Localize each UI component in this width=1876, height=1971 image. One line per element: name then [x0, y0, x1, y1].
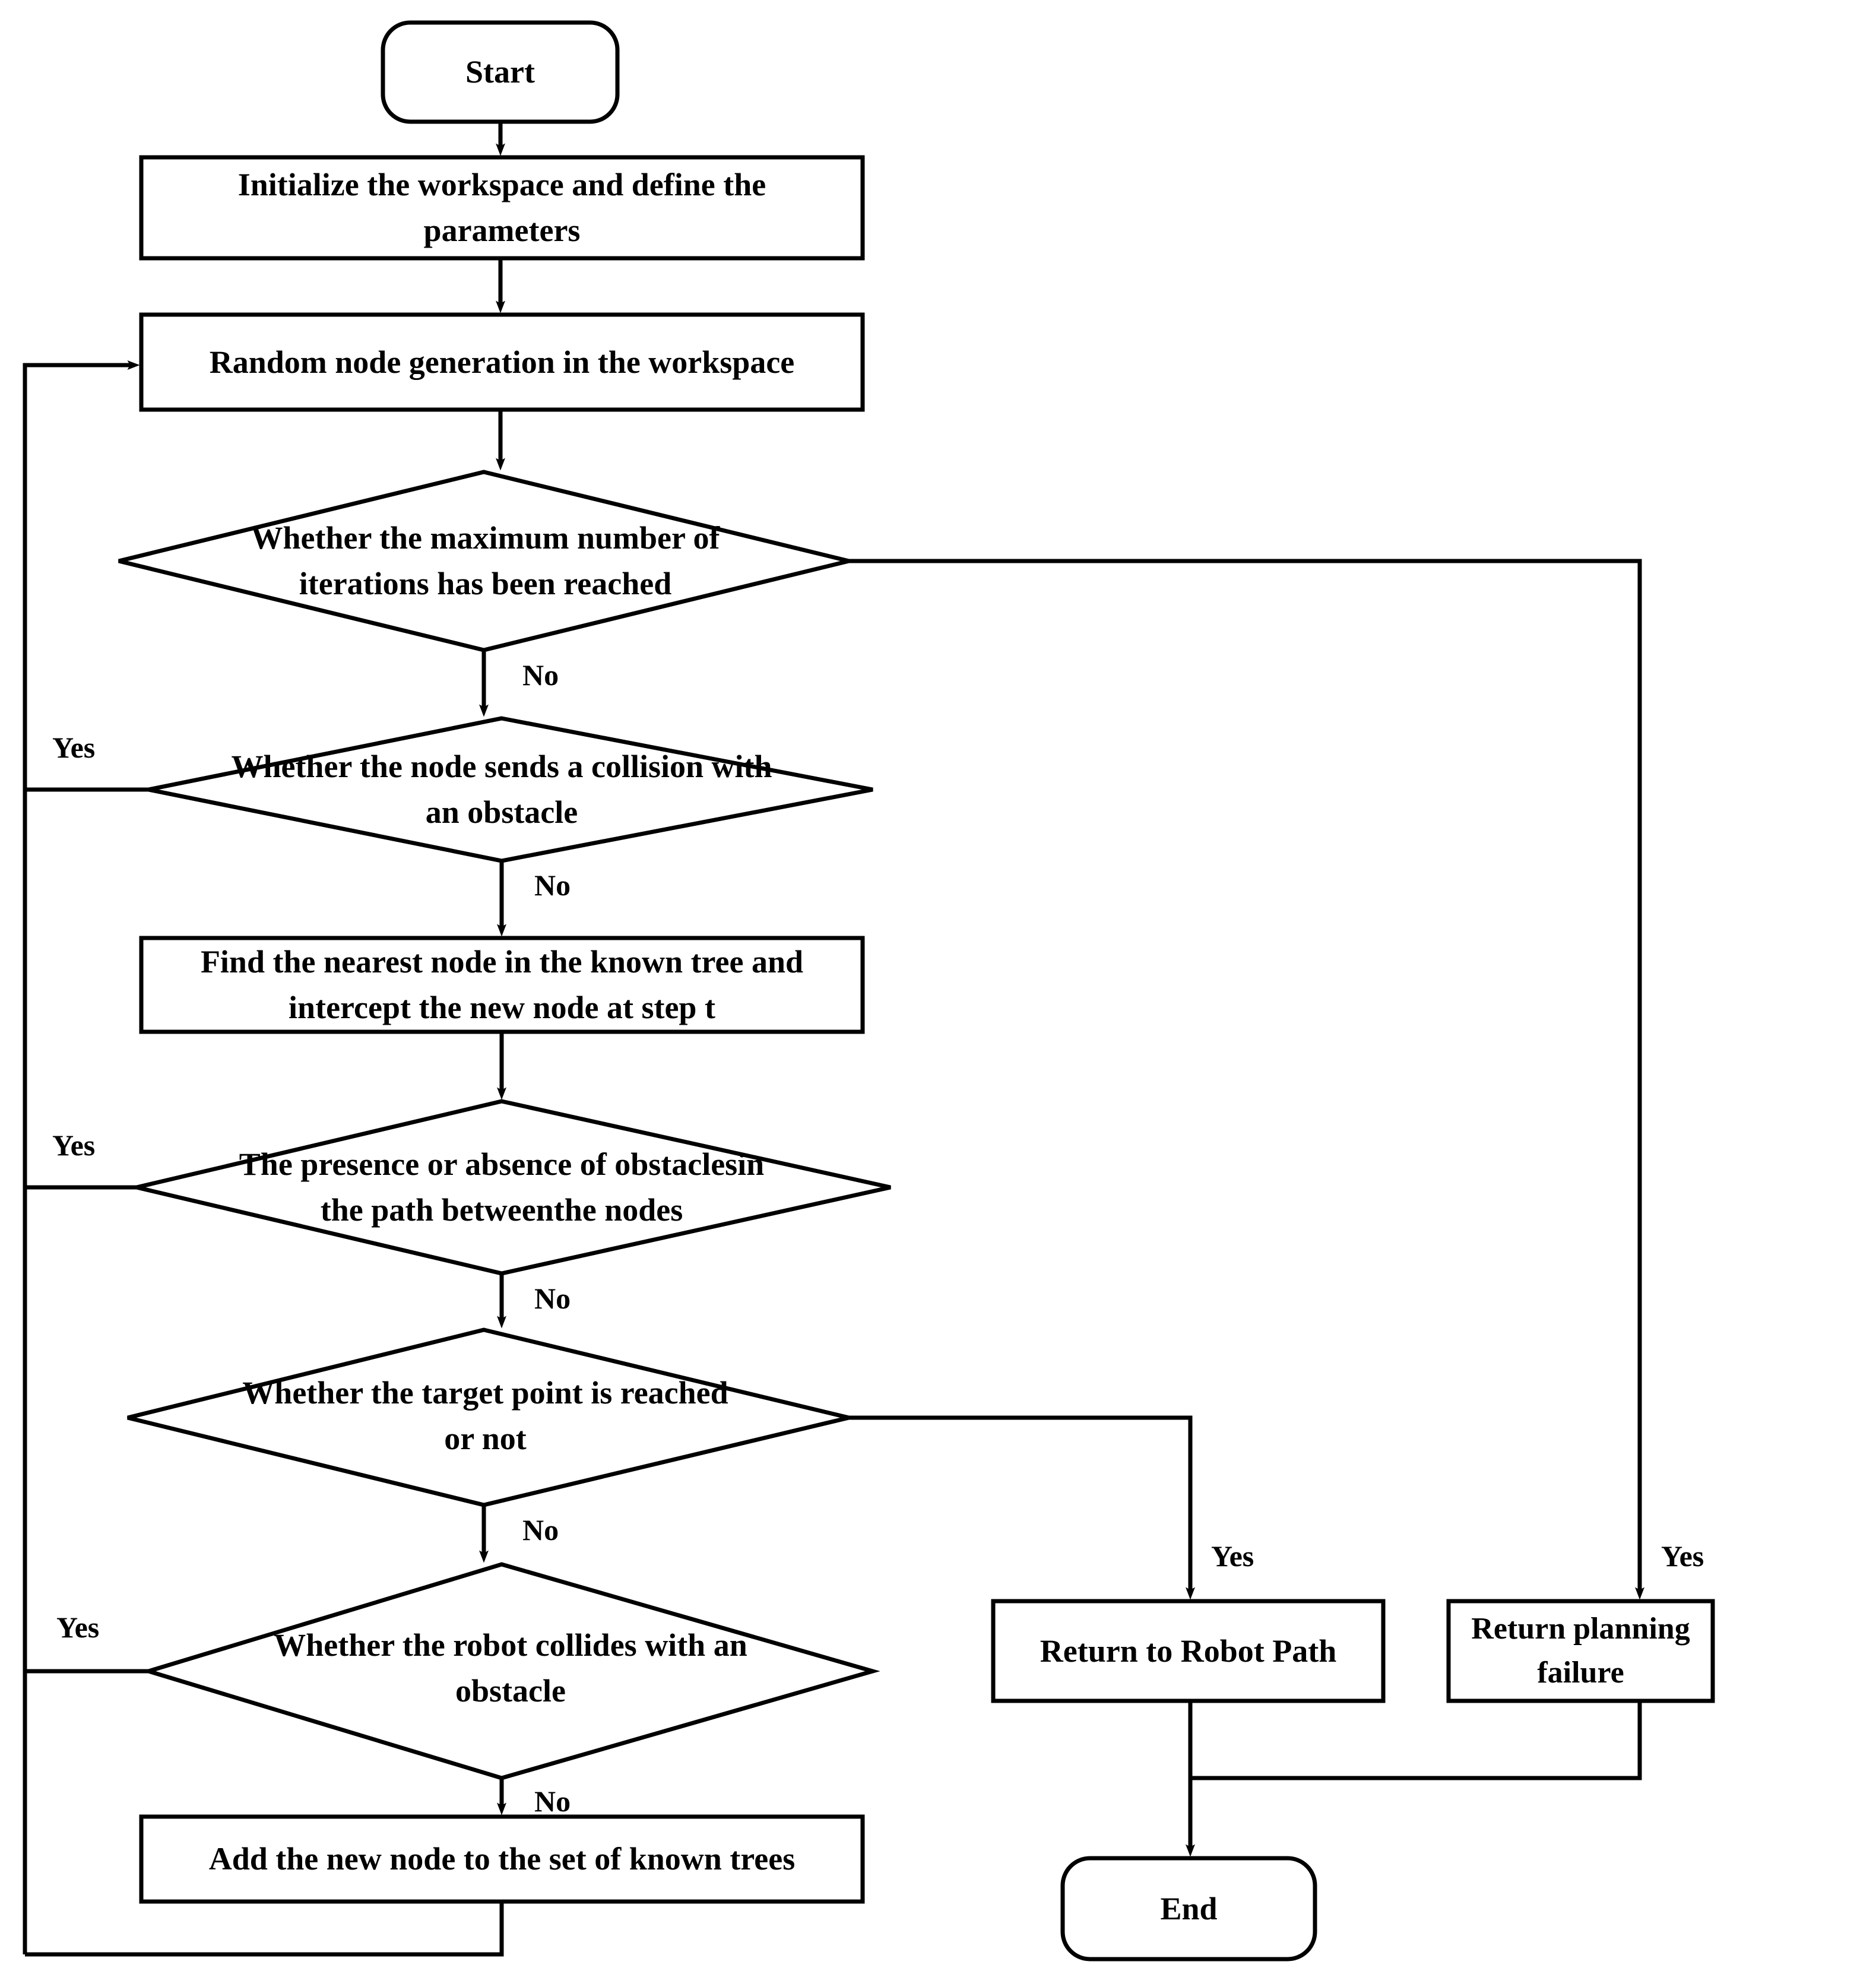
edge-label-robotcollision-yes: Yes	[56, 1611, 100, 1644]
node-label-target-reached: Whether the target point is reached or n…	[242, 1375, 728, 1456]
edge-label-obstacles-yes: Yes	[52, 1129, 96, 1162]
node-label-find-nearest: Find the nearest node in the known tree …	[200, 944, 804, 1025]
edge-label-robotcollision-no: No	[534, 1785, 571, 1818]
edge-label-maxiter-no: No	[522, 658, 559, 692]
edge-maxiter-yes-to-failure	[849, 559, 1644, 1600]
edge-label-maxiter-yes: Yes	[1661, 1539, 1704, 1573]
node-label-path-obstacles: The presence or absence of obstaclesin t…	[239, 1146, 765, 1228]
edge-label-obstacles-no: No	[534, 1282, 571, 1315]
edge-label-target-yes: Yes	[1211, 1539, 1254, 1573]
node-label-return-failure: Return planning failure	[1471, 1612, 1690, 1690]
node-label-max-iterations: Whether the maximum number of iterations…	[251, 520, 720, 601]
edge-target-yes-to-returnpath	[849, 1415, 1195, 1600]
edge-failure-to-merge	[1190, 1701, 1642, 1780]
node-label-start: Start	[465, 54, 535, 90]
node-label-initialize: Initialize the workspace and define the …	[237, 167, 766, 248]
edge-left-bus-to-random	[23, 360, 140, 1954]
node-label-add-node: Add the new node to the set of known tre…	[208, 1841, 796, 1877]
node-label-node-collision: Whether the node sends a collision with …	[231, 749, 772, 830]
node-label-end: End	[1160, 1890, 1218, 1926]
node-label-return-path: Return to Robot Path	[1040, 1633, 1337, 1669]
node-label-random-node: Random node generation in the workspace	[209, 344, 795, 380]
edge-addnode-loop-bottom	[25, 1902, 504, 1957]
shape-end	[1060, 1856, 1317, 1962]
edge-label-collision-no: No	[534, 869, 571, 902]
shape-return-failure	[1446, 1599, 1715, 1703]
edge-label-collision-yes: Yes	[52, 731, 96, 764]
edge-label-target-no: No	[522, 1513, 559, 1547]
node-label-robot-collision: Whether the robot collides with an obsta…	[274, 1627, 747, 1709]
